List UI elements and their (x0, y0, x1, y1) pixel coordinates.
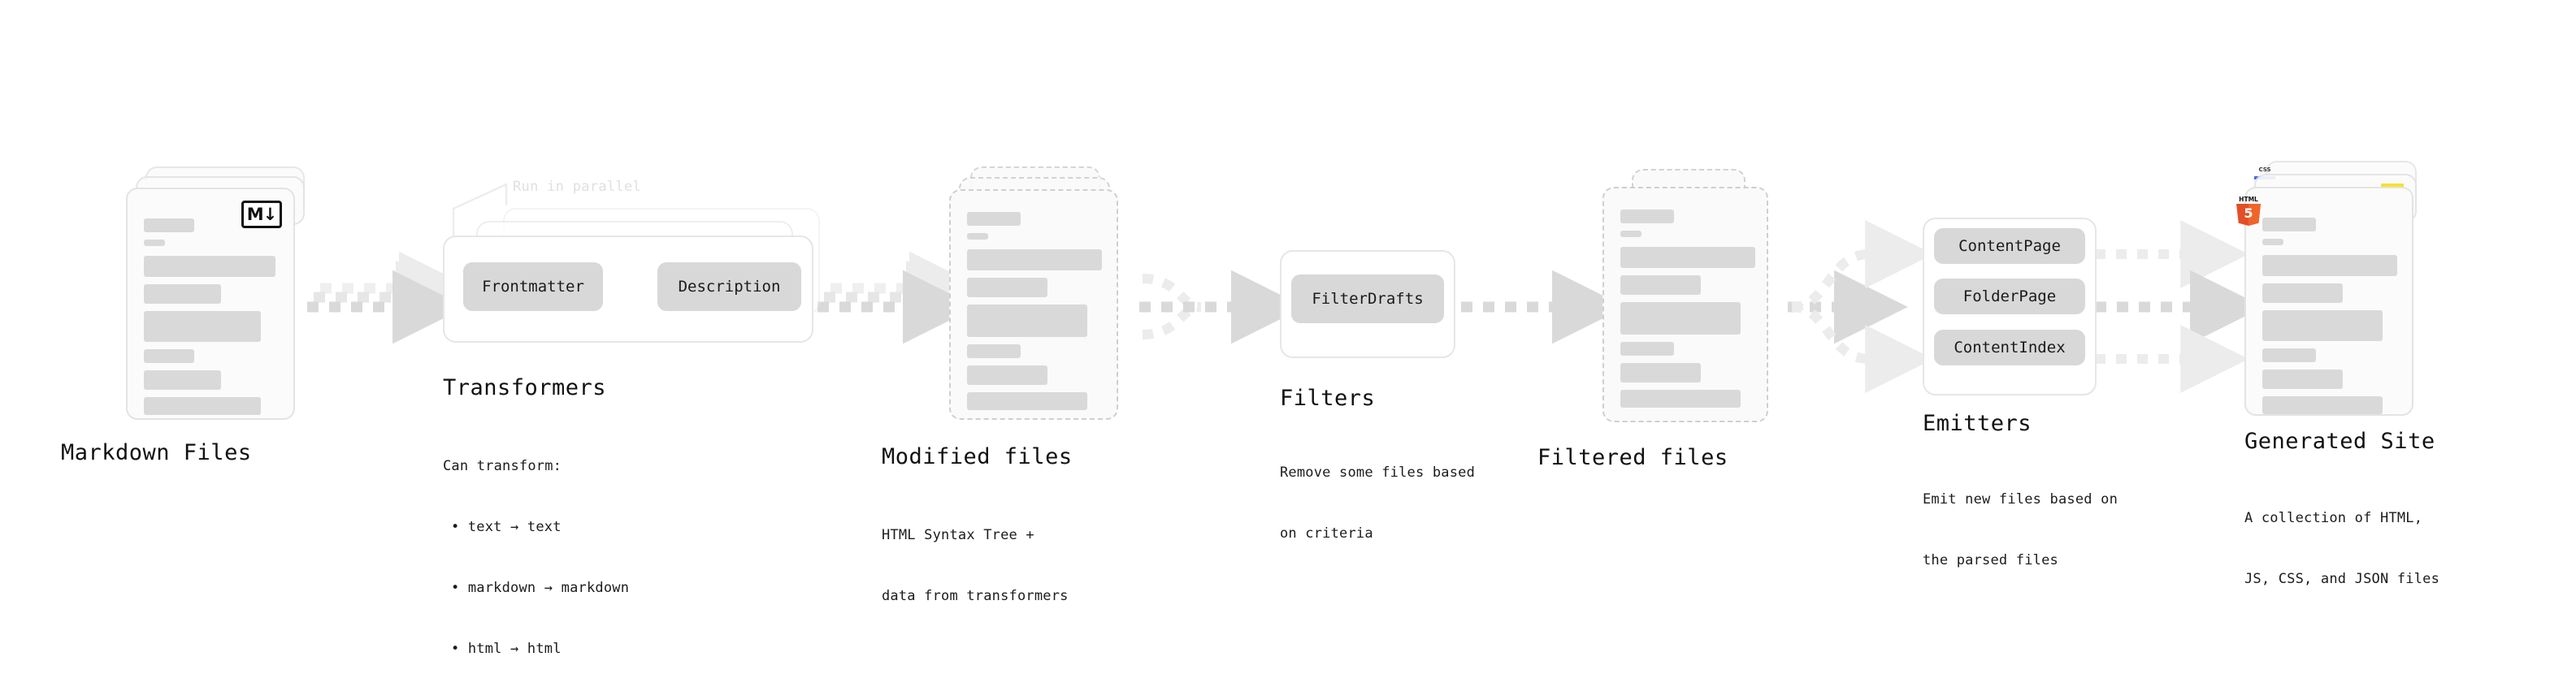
filtered-file-stack (1602, 169, 1789, 429)
html5-badge-word: HTML (2239, 196, 2258, 203)
subtitle-line: • markdown → markdown (451, 580, 630, 596)
css-badge-label: CSS (2258, 166, 2271, 173)
stage-title-transformers: Transformers (443, 375, 607, 400)
content-bar (1620, 302, 1741, 335)
transformer-chip-label: Frontmatter (482, 278, 584, 296)
subtitle-line: HTML Syntax Tree + (882, 527, 1034, 543)
content-bar (144, 397, 261, 415)
generated-card-front: HTML 5 (2236, 187, 2413, 416)
stage-title-markdown-files: Markdown Files (61, 440, 252, 465)
transformer-chip-description[interactable]: Description (657, 262, 801, 311)
content-bar (2262, 396, 2383, 414)
arrow-markdown-to-transformers (307, 251, 473, 344)
markdown-badge: M↓ (241, 201, 282, 228)
subtitle-line: Emit new files based on (1923, 491, 2118, 508)
emitter-chip-label: ContentIndex (1954, 339, 2066, 356)
content-bar (144, 218, 194, 232)
generated-file-stack: CSS HTML 5 (2236, 161, 2439, 421)
subtitle-line: Can transform: (443, 458, 562, 474)
arrow-emitters-to-site (2095, 220, 2264, 393)
emitter-chip-label: ContentPage (1958, 237, 2061, 255)
stage-filtered-files: Filtered files (1537, 169, 1789, 470)
content-bar (2262, 348, 2316, 362)
html5-badge-number: 5 (2244, 205, 2253, 221)
content-bar (2262, 218, 2316, 231)
content-bar (144, 370, 221, 390)
stage-title-modified-files: Modified files (882, 444, 1073, 469)
content-bar (1620, 247, 1755, 268)
emitter-chip-contentpage[interactable]: ContentPage (1934, 228, 2085, 264)
content-bar (1620, 390, 1741, 408)
transformer-chip-label: Description (678, 278, 781, 296)
markdown-badge-label: M↓ (246, 204, 277, 224)
content-bar (144, 240, 165, 246)
content-bar (2262, 369, 2343, 389)
emitter-chip-folderpage[interactable]: FolderPage (1934, 279, 2085, 314)
stage-title-generated-site: Generated Site (2244, 429, 2435, 454)
content-bar (144, 349, 194, 363)
run-in-parallel-label: Run in parallel (513, 179, 642, 195)
emitter-chip-contentindex[interactable]: ContentIndex (1934, 330, 2085, 365)
arrow-transformers-to-modified (817, 251, 983, 344)
stage-title-filters: Filters (1280, 386, 1376, 411)
content-bar (1620, 275, 1701, 295)
subtitle-line: • text → text (451, 519, 562, 535)
html5-shield-inner (2249, 204, 2261, 226)
transformer-chip-frontmatter[interactable]: Frontmatter (463, 262, 603, 311)
content-bar (2262, 310, 2383, 341)
content-bar (967, 305, 1087, 337)
subtitle-line: data from transformers (882, 588, 1069, 604)
modified-card-front (949, 189, 1118, 420)
subtitle-line: A collection of HTML, (2244, 510, 2423, 526)
run-in-parallel-bracket (452, 183, 508, 238)
content-bar (967, 392, 1087, 410)
content-bar (1620, 231, 1641, 237)
filter-chip-filterdrafts[interactable]: FilterDrafts (1291, 274, 1444, 323)
content-bar (2262, 255, 2397, 276)
content-bar (967, 365, 1047, 385)
content-bar (1620, 363, 1701, 382)
subtitle-line: JS, CSS, and JSON files (2244, 571, 2440, 587)
pipeline-diagram: M↓ Markdown Files Run in paralle (61, 161, 2439, 657)
stage-title-filtered-files: Filtered files (1537, 445, 1728, 470)
stage-subtitle-generated-site: A collection of HTML, JS, CSS, and JSON … (2244, 468, 2439, 630)
modified-file-stack (949, 166, 1136, 426)
stage-subtitle-emitters: Emit new files based on the parsed files (1923, 449, 2118, 611)
stage-markdown-files: M↓ Markdown Files (61, 166, 313, 465)
content-bar (144, 311, 261, 342)
content-bar (1620, 342, 1674, 356)
stage-subtitle-transformers: Can transform: • text → text • markdown … (443, 416, 629, 700)
content-bar (967, 212, 1021, 226)
arrow-modified-to-filters (1139, 270, 1305, 344)
arrow-filtered-to-emitters (1788, 220, 1934, 393)
stage-modified-files: Modified files HTML Syntax Tree + data f… (882, 166, 1136, 604)
emitter-chip-label: FolderPage (1962, 287, 2057, 305)
content-bar (2262, 283, 2343, 303)
markdown-card-front: M↓ (126, 188, 295, 420)
filtered-card-front (1602, 187, 1768, 422)
content-bar (144, 256, 275, 277)
stage-generated-site: CSS HTML 5 (2236, 161, 2439, 587)
markdown-file-stack: M↓ (126, 166, 313, 426)
stage-subtitle-filters: Remove some files based on criteria (1280, 422, 1475, 585)
stage-title-emitters: Emitters (1923, 411, 2032, 436)
subtitle-line: • html → html (451, 641, 562, 657)
html5-badge: HTML 5 (2236, 197, 2261, 226)
content-bar (967, 278, 1047, 297)
content-bar (967, 233, 988, 240)
subtitle-line: on criteria (1280, 525, 1373, 542)
content-bar (967, 344, 1021, 358)
subtitle-line: Remove some files based (1280, 465, 1476, 481)
stage-subtitle-modified-files: HTML Syntax Tree + data from transformer… (882, 485, 1069, 647)
subtitle-line: the parsed files (1923, 552, 2058, 568)
content-bar (967, 249, 1102, 270)
content-bar (1620, 210, 1674, 223)
content-bar (144, 284, 221, 304)
content-bar (2262, 239, 2283, 245)
filter-chip-label: FilterDrafts (1312, 290, 1424, 308)
